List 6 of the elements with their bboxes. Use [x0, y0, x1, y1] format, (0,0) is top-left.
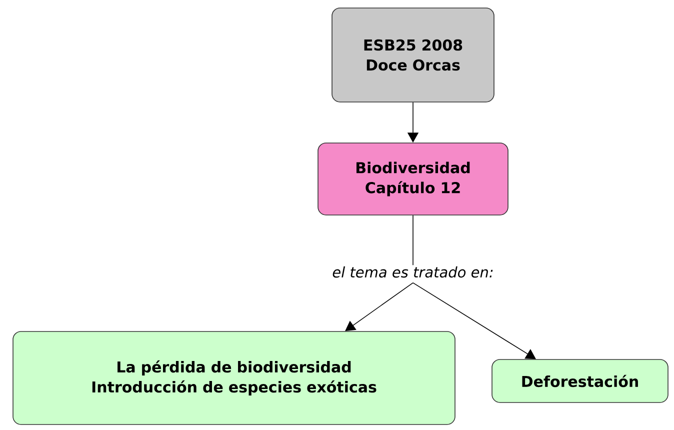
linking-phrase: el tema es tratado en: — [332, 266, 493, 278]
concept-box: Deforestación — [492, 359, 668, 403]
arrow — [412, 282, 536, 360]
concept-box: La pérdida de biodiversidad Introducción de especies exóticas — [12, 331, 456, 425]
concept-box: Biodiversidad Capítulo 12 — [318, 142, 508, 216]
concept-box: ESB25 2008 Doce Orcas — [332, 8, 494, 102]
